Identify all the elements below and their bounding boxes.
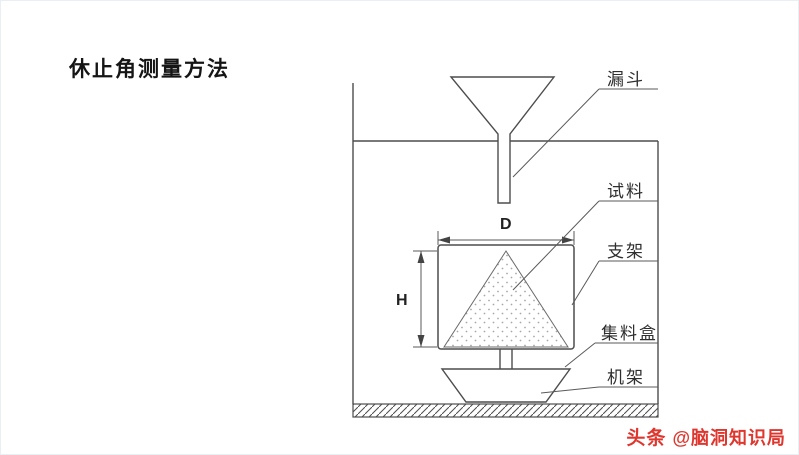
watermark: 头条 @脑洞知识局 (626, 423, 786, 450)
collection-box-leader (564, 342, 658, 368)
watermark-account: @脑洞知识局 (672, 428, 786, 448)
collection-box-label: 集料盒 (601, 324, 658, 343)
height-dimension: H (396, 250, 437, 348)
support-leader (571, 260, 658, 306)
machine-frame-leader (540, 386, 658, 394)
funnel-shape (449, 76, 556, 204)
sample-leader (512, 200, 658, 291)
page-title: 休止角测量方法 (69, 58, 230, 81)
support-box (437, 244, 575, 350)
sample-label: 试料 (607, 182, 645, 201)
machine-frame-label: 机架 (607, 368, 645, 387)
diameter-label: D (500, 216, 512, 233)
stand-dish (440, 368, 572, 403)
funnel-label: 漏斗 (607, 70, 645, 89)
ground-hatch (352, 403, 659, 418)
stand-stem (499, 349, 513, 369)
diameter-dimension: D (437, 216, 575, 245)
height-label: H (396, 292, 408, 309)
sample-cone (443, 250, 569, 348)
funnel-leader (512, 88, 658, 178)
watermark-brand-logo: 头条 (626, 428, 667, 449)
support-label: 支架 (607, 242, 645, 261)
